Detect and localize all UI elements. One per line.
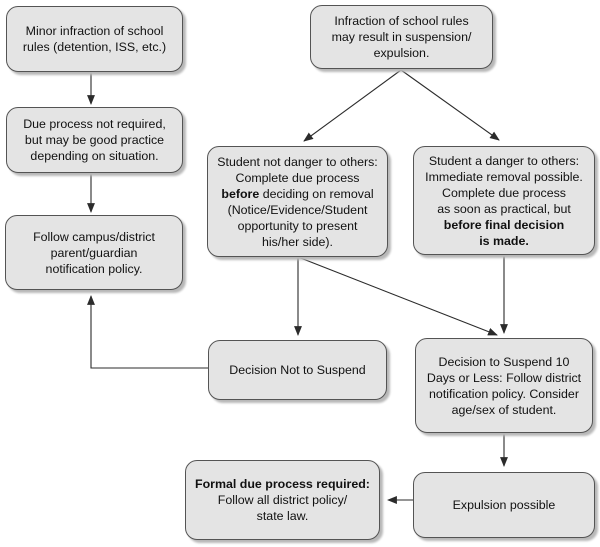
node-student-not-danger: Student not danger to others: Complete d… — [207, 146, 388, 257]
node-due-process-optional: Due process not required, but may be goo… — [6, 107, 183, 173]
node-text-line: Days or Less: Follow district — [426, 370, 582, 385]
edge-infraction-to-danger — [400, 69, 500, 141]
edge-notsuspend-to-notification — [87, 295, 208, 369]
node-text-line: Minor infraction of school — [25, 24, 164, 38]
node-text-line: notification policy. Consider — [429, 386, 579, 401]
edge-infraction-to-notdanger — [303, 69, 402, 142]
node-text-line: Follow campus/district — [33, 229, 155, 244]
node-text-line: Student not danger to others: — [217, 154, 378, 169]
node-decision-suspend-10-days: Decision to Suspend 10 Days or Less: Fol… — [415, 338, 593, 433]
node-decision-not-suspend: Decision Not to Suspend — [208, 340, 387, 400]
node-text-line: Due process not required, — [23, 117, 166, 131]
node-text-line: is made. — [479, 233, 529, 248]
bold-text: before — [221, 186, 260, 201]
node-notification-policy: Follow campus/district parent/guardian n… — [5, 215, 183, 290]
plain-text: deciding on removal — [259, 186, 374, 201]
node-text-line: Complete due process — [442, 185, 566, 200]
node-text-line: Follow all district policy/ — [217, 493, 348, 507]
node-text-line: opportunity to present — [237, 218, 358, 233]
node-text-line: depending on situation. — [30, 149, 159, 163]
node-text-line: Infraction of school rules — [334, 14, 469, 28]
node-text-line: may result in suspension/ — [331, 30, 472, 44]
node-formal-due-process: Formal due process required: Follow all … — [185, 460, 380, 540]
node-text-line: (Notice/Evidence/Student — [227, 202, 368, 217]
node-text-line: Student a danger to others: — [428, 153, 580, 168]
node-text-line: Complete due process — [235, 170, 360, 185]
node-expulsion-possible: Expulsion possible — [413, 472, 595, 538]
node-text-line: but may be good practice — [24, 133, 165, 147]
node-minor-infraction: Minor infraction of school rules (detent… — [6, 6, 183, 72]
node-infraction-suspension: Infraction of school rules may result in… — [310, 5, 493, 69]
edge-notdanger-to-suspend — [297, 256, 498, 336]
node-text-line: rules (detention, ISS, etc.) — [22, 40, 167, 54]
node-text-line: notification policy. — [45, 261, 143, 276]
node-text-line: state law. — [256, 509, 309, 523]
node-text-line: parent/guardian — [50, 245, 138, 260]
node-text-line: Formal due process required: — [195, 477, 370, 491]
node-text-line: as soon as practical, but — [437, 201, 571, 216]
node-text-line: before final decision — [443, 217, 565, 232]
node-text-line: age/sex of student. — [451, 402, 557, 417]
node-text-line: his/her side). — [262, 234, 333, 249]
node-text-line: expulsion. — [373, 46, 430, 60]
node-text-line: Decision to Suspend 10 — [438, 354, 570, 369]
node-text-line: before deciding on removal — [221, 186, 373, 202]
node-student-danger: Student a danger to others: Immediate re… — [413, 146, 595, 255]
node-text-line: Decision Not to Suspend — [229, 363, 366, 377]
node-text-line: Immediate removal possible. — [425, 169, 583, 184]
node-text-line: Expulsion possible — [452, 498, 556, 512]
